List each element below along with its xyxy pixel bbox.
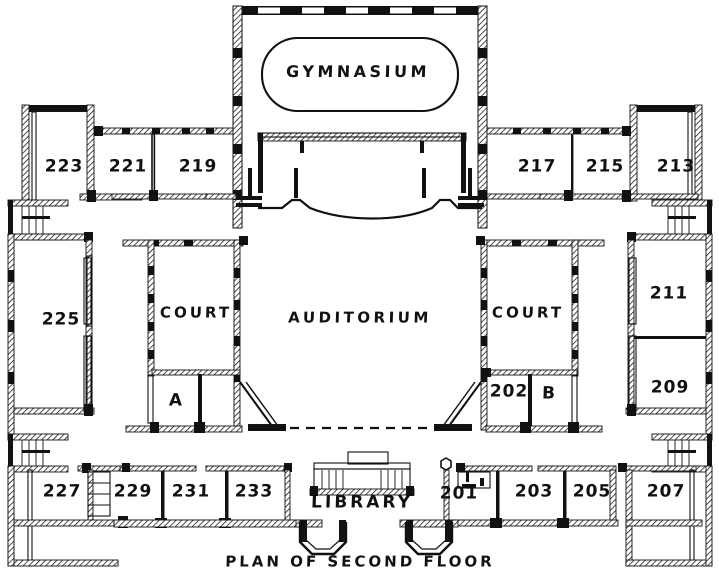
court-west-walls: [122, 236, 248, 431]
pier-209: [628, 335, 637, 413]
north-rooms-east-south-wall: [486, 190, 699, 202]
entrance-bay-east: [404, 520, 454, 556]
north-corridor-wall-east: [486, 126, 631, 136]
north-corridor-wall-west: [93, 126, 234, 136]
gym-floor-outline: [260, 36, 460, 113]
balcony-stairs-right: [458, 168, 484, 207]
stair-library-center: [309, 451, 415, 496]
gym-east-wall: [477, 5, 488, 229]
pier-211: [628, 257, 637, 325]
pier-225-b: [83, 335, 92, 413]
south-outer-wall: [113, 519, 459, 528]
partition-217-215: [571, 134, 574, 196]
balcony-stairs-left: [236, 168, 262, 207]
auditorium-exit-east: [448, 381, 482, 427]
court-east-walls: [476, 236, 605, 431]
north-rooms-south-wall: [79, 190, 237, 202]
se-outer-bottom: [625, 559, 713, 567]
rooms-201-207-walls: [443, 463, 703, 567]
auditorium-balcony: [257, 132, 467, 193]
octagon-column: [440, 457, 452, 471]
pier-225-a: [83, 257, 92, 325]
room-202-B-walls: [485, 374, 603, 433]
auditorium-exit-west: [239, 381, 273, 427]
gym-west-wall: [232, 5, 243, 229]
gym-north-wall: [233, 6, 487, 15]
sw-outer-bottom: [7, 559, 119, 567]
entrance-bay-west: [298, 520, 348, 556]
room-201-fixtures: [457, 471, 491, 489]
room-A-walls: [125, 374, 243, 433]
stair-southwest: [7, 433, 69, 473]
room-225-walls: [7, 232, 95, 441]
stage-pier-left: [294, 168, 298, 198]
balcony-curved-front: [258, 198, 482, 220]
stair-room-227: [87, 471, 111, 517]
stage-pier-right: [422, 168, 426, 198]
